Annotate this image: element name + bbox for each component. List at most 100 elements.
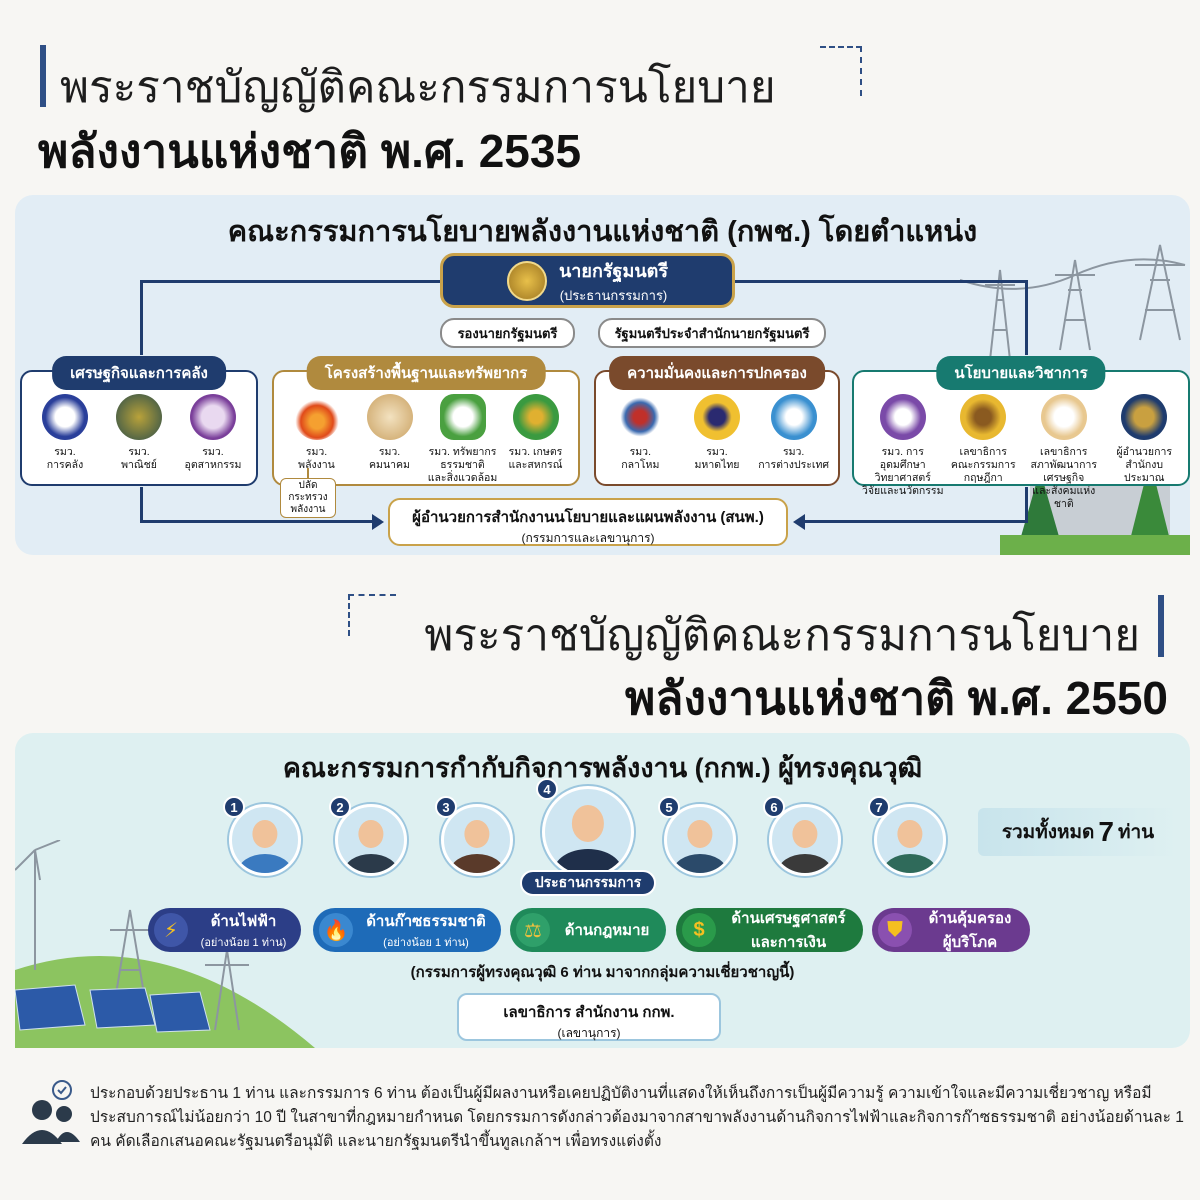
perm-sec-energy-box: ปลัด กระทรวง พลังงาน [280, 478, 336, 518]
member-budget-bureau: ผู้อำนวยการ สำนักงบประมาณ [1108, 394, 1180, 511]
group-policy-academic: นโยบายและวิชาการ รมว. การอุดมศึกษา วิทยา… [852, 356, 1190, 510]
member-label: รมว. การต่างประเทศ [758, 446, 830, 471]
section2-title-line1: พระราชบัญญัติคณะกรรมการนโยบาย [424, 611, 1140, 660]
solar-wind-illustration [15, 840, 315, 1048]
member-avatar [664, 804, 736, 876]
category-law: ⚖ ด้านกฎหมาย [510, 908, 666, 952]
ministry-seal-icon [617, 394, 664, 440]
member-label: รมว. มหาดไทย [694, 446, 740, 471]
member-commerce: รมว. พาณิชย์ [103, 394, 175, 472]
member-label: รมว. พาณิชย์ [121, 446, 157, 471]
group-people-icon [22, 1080, 80, 1144]
member-label: เลขาธิการ สภาพัฒนาการเศรษฐกิจ และสังคมแห… [1030, 446, 1098, 510]
member-label: ผู้อำนวยการ สำนักงบประมาณ [1116, 446, 1172, 484]
category-sub: ผู้บริโภค [942, 934, 998, 951]
scales-icon: ⚖ [516, 913, 550, 947]
ministry-seal-icon [439, 394, 486, 440]
member-avatar [769, 804, 841, 876]
connector [140, 487, 143, 522]
member-avatar [441, 804, 513, 876]
ministry-seal-icon [190, 394, 236, 440]
eppo-subtitle: (กรรมการและเลขานุการ) [521, 531, 655, 545]
arrow-right-icon [372, 514, 384, 530]
category-economics: $ด้านเศรษฐศาสตร์และการเงิน [676, 908, 863, 952]
expert-note: (กรรมการผู้ทรงคุณวุฒิ 6 ท่าน มาจากกลุ่มค… [410, 964, 795, 981]
member-number-badge: 4 [536, 778, 558, 800]
member-label: รมว. ทรัพยากร ธรรมชาติ และสิ่งแวดล้อม [427, 446, 498, 484]
member-avatar [542, 786, 634, 878]
connector [1025, 280, 1028, 355]
shield-icon: ⛊ [878, 913, 912, 947]
member-avatar [229, 804, 301, 876]
member-number-badge: 5 [658, 796, 680, 818]
member-label: เลขาธิการ คณะกรรมการ กฤษฎีกา [950, 446, 1016, 484]
member-higher-education: รมว. การอุดมศึกษา วิทยาศาสตร์ วิจัยและนว… [862, 394, 944, 511]
category-label: ด้านกฎหมาย [564, 922, 650, 939]
eppo-secretary-box: ผู้อำนวยการสำนักงานนโยบายและแผนพลังงาน (… [388, 498, 788, 546]
flame-seal-icon [293, 394, 340, 440]
member-label: รมว. กลาโหม [621, 446, 660, 471]
flame-icon: 🔥 [319, 913, 353, 947]
group-header: นโยบายและวิชาการ [936, 356, 1106, 390]
total-number: 7 [1098, 816, 1114, 847]
category-sub: และการเงิน [750, 934, 827, 951]
ministry-seal-icon [960, 394, 1007, 440]
total-members: รวมทั้งหมด 7 ท่าน [978, 808, 1178, 856]
chair-title: นายกรัฐมนตรี [559, 260, 668, 281]
chair-label-badge: ประธานกรรมการ [520, 870, 656, 896]
connector [307, 468, 309, 480]
erc-secretary-subtitle: (เลขานุการ) [557, 1026, 621, 1040]
deputy-pm-box: รองนายกรัฐมนตรี [440, 318, 575, 348]
title-corner-decoration [348, 594, 396, 636]
category-label: ด้านก๊าซธรรมชาติ [366, 913, 486, 930]
member-label: รมว. เกษตร และสหกรณ์ [508, 446, 563, 471]
total-suffix: ท่าน [1117, 822, 1155, 843]
member-interior: รมว. มหาดไทย [681, 394, 753, 472]
category-label: ด้านเศรษฐศาสตร์ [731, 910, 846, 927]
arrow-left-icon [793, 514, 805, 530]
member-number-badge: 2 [329, 796, 351, 818]
group-header: ความมั่นคงและการปกครอง [609, 356, 825, 390]
chair-box: นายกรัฐมนตรี (ประธานกรรมการ) [440, 253, 735, 308]
ministry-seal-icon [116, 394, 162, 440]
ministry-seal-icon [512, 394, 559, 440]
category-sub: (อย่างน้อย 1 ท่าน) [200, 937, 287, 949]
ministry-seal-icon [879, 394, 926, 440]
chair-subtitle: (ประธานกรรมการ) [559, 287, 668, 303]
member-transport: รมว. คมนาคม [354, 394, 426, 485]
connector [140, 520, 375, 523]
title-accent-bar [1158, 595, 1164, 657]
member-natural-resources: รมว. ทรัพยากร ธรรมชาติ และสิ่งแวดล้อม [427, 394, 499, 485]
ministry-seal-icon [42, 394, 88, 440]
footer-description: ประกอบด้วยประธาน 1 ท่าน และกรรมการ 6 ท่า… [90, 1085, 1184, 1150]
member-label: รมว. การคลัง [46, 446, 84, 471]
title-accent-bar [40, 45, 46, 107]
member-nesdc: เลขาธิการ สภาพัฒนาการเศรษฐกิจ และสังคมแห… [1023, 394, 1105, 511]
category-consumer-protection: ⛊ด้านคุ้มครองผู้บริโภค [872, 908, 1030, 952]
erc-secretary-title: เลขาธิการ สำนักงาน กกพ. [503, 1004, 675, 1021]
member-label: รมว. พลังงาน [298, 446, 335, 471]
ministry-seal-icon [1040, 394, 1087, 440]
member-foreign-affairs: รมว. การต่างประเทศ [758, 394, 830, 472]
panel2-title: คณะกรรมการกำกับกิจการพลังงาน (กกพ.) ผู้ท… [282, 753, 923, 783]
member-finance: รมว. การคลัง [29, 394, 101, 472]
member-avatar [335, 804, 407, 876]
section2-title-line2: พลังงานแห่งชาติ พ.ศ. 2550 [624, 672, 1168, 724]
connector [140, 280, 143, 355]
group-economy-finance: เศรษฐกิจและการคลัง รมว. การคลัง รมว. พาณ… [20, 356, 258, 486]
member-avatar [874, 804, 946, 876]
connector [1025, 487, 1028, 522]
member-council-of-state: เลขาธิการ คณะกรรมการ กฤษฎีกา [947, 394, 1019, 511]
connector [735, 280, 1025, 283]
group-header: เศรษฐกิจและการคลัง [52, 356, 226, 390]
ministry-seal-icon [366, 394, 413, 440]
connector [140, 280, 440, 283]
title-corner-decoration [820, 46, 862, 96]
member-energy: รมว. พลังงาน [281, 394, 353, 485]
lightning-icon: ⚡ [154, 913, 188, 947]
total-prefix: รวมทั้งหมด [1001, 822, 1095, 843]
member-number-badge: 3 [435, 796, 457, 818]
ministry-seal-icon [1121, 394, 1168, 440]
category-sub: (อย่างน้อย 1 ท่าน) [383, 937, 469, 949]
pm-office-minister-box: รัฐมนตรีประจำสำนักนายกรัฐมนตรี [598, 318, 826, 348]
